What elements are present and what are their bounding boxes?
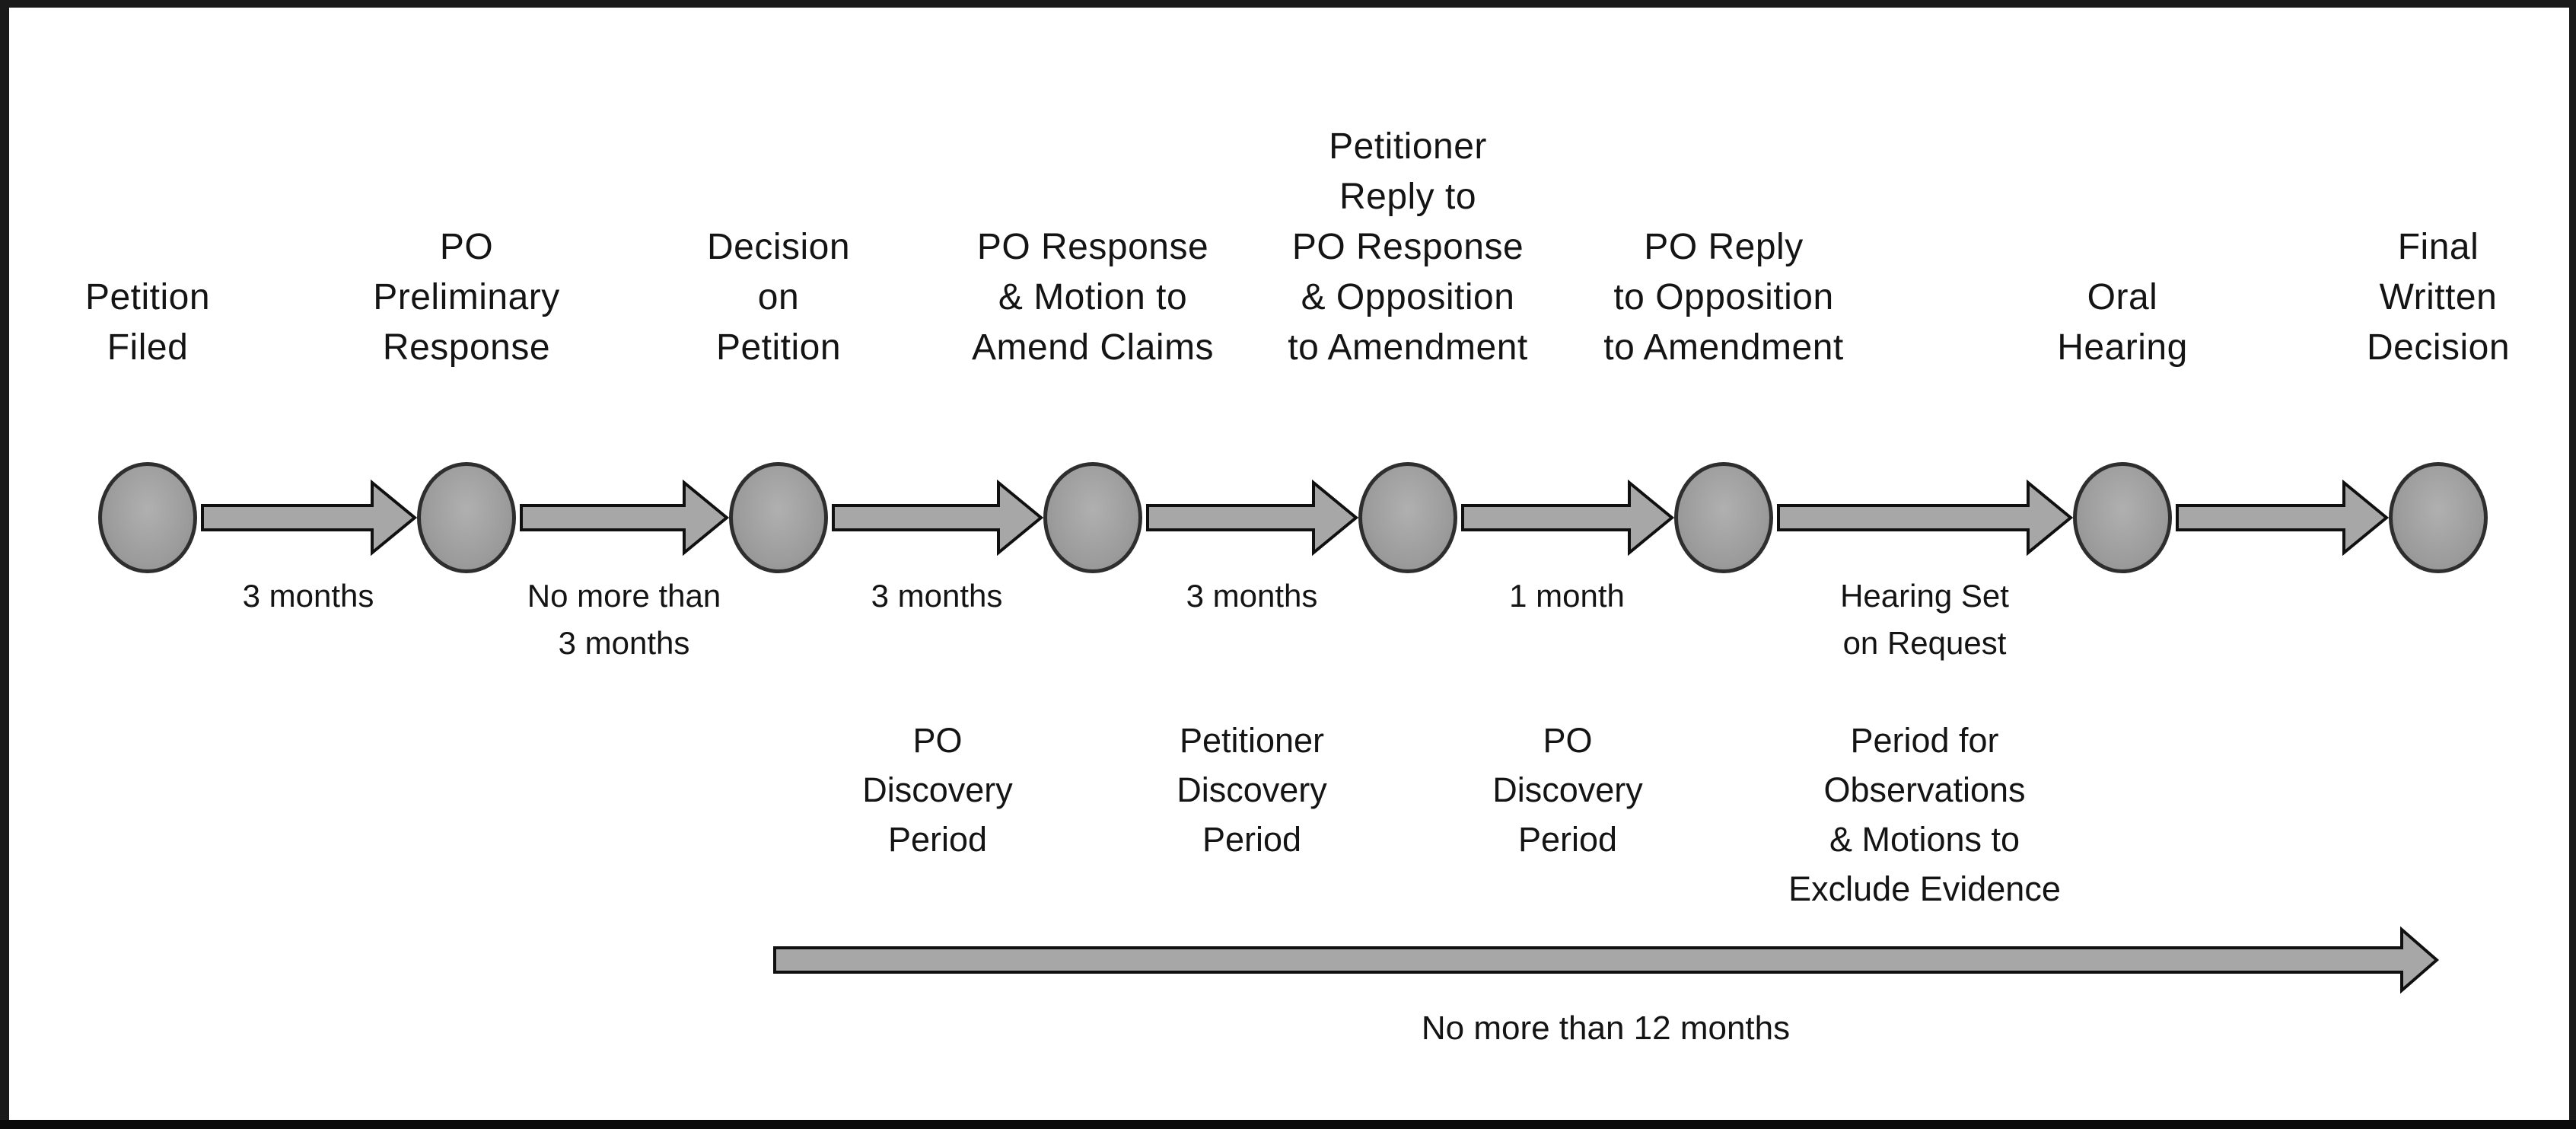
label-line: Discovery <box>1177 770 1327 809</box>
label-line: No more than <box>527 578 721 614</box>
label-line: to Opposition <box>1613 277 1834 317</box>
label-line: Exclude Evidence <box>1788 869 2061 908</box>
label-line: PO Response <box>1291 227 1524 267</box>
label-line: Amend Claims <box>971 327 1215 368</box>
duration-label-3: 3 months <box>708 572 1165 620</box>
label-line: PO <box>439 227 494 267</box>
node-po-reply-to-opposition <box>1674 462 1773 573</box>
label-line: Oral <box>2087 277 2158 317</box>
label-line: PO Reply <box>1644 227 1804 267</box>
label-line: Petitioner <box>1329 126 1487 167</box>
label-line: Petition <box>715 327 842 368</box>
duration-label-1: 3 months <box>80 572 537 620</box>
step-arrow-1-shape <box>201 479 418 557</box>
label-line: Petitioner <box>1179 721 1325 760</box>
step-arrow-5-shape <box>1461 479 1675 557</box>
step-arrow-6-shape <box>1777 479 2074 557</box>
label-line: & Motion to <box>998 277 1188 317</box>
duration-label-5: 1 month <box>1339 572 1795 620</box>
overall-duration-arrow <box>773 926 2440 994</box>
node-petition-filed <box>98 462 197 573</box>
label-line: Discovery <box>1492 770 1643 809</box>
step-arrow-4-shape <box>1146 479 1359 557</box>
label-line: Hearing Set <box>1840 578 2009 614</box>
label-line: Observations <box>1823 770 2026 809</box>
label-line: Period <box>1517 820 1618 859</box>
label-line: 1 month <box>1509 578 1625 614</box>
label-line: on Request <box>1842 625 2007 661</box>
label-line: Hearing <box>2057 327 2188 368</box>
label-line: PO <box>912 721 963 760</box>
frame-border-top <box>0 0 2576 8</box>
step-arrow-2-shape <box>520 479 730 557</box>
label-line: 3 months <box>558 625 690 661</box>
step-arrow-6 <box>1777 479 2074 557</box>
label-line: on <box>757 277 800 317</box>
step-arrow-2 <box>520 479 730 557</box>
node-petitioner-reply-opposition-to-amendment <box>1358 462 1457 573</box>
label-line: Period <box>1202 820 1302 859</box>
label-line: Decision <box>706 227 851 267</box>
label-line: Reply to <box>1339 177 1477 217</box>
overall-duration-arrow-shape <box>773 926 2440 994</box>
label-line: Final <box>2397 227 2479 267</box>
label-line: PO Response <box>976 227 1209 267</box>
label-line: 3 months <box>1186 578 1318 614</box>
label-line: Discovery <box>862 770 1013 809</box>
node-po-response-motion-to-amend <box>1043 462 1142 573</box>
label-line: 3 months <box>242 578 374 614</box>
label-line: Decision <box>2366 327 2511 368</box>
step-arrow-3 <box>832 479 1044 557</box>
node-label-po-response-motion-to-amend: PO Response & Motion to Amend Claims <box>804 222 1382 373</box>
duration-label-4: 3 months <box>1024 572 1480 620</box>
step-arrow-4 <box>1146 479 1359 557</box>
label-line: Written <box>2379 277 2498 317</box>
node-po-preliminary-response <box>417 462 516 573</box>
frame-border-right <box>2569 0 2576 1129</box>
label-line: PO <box>1543 721 1593 760</box>
label-line: 3 months <box>871 578 1003 614</box>
frame-border-bottom <box>0 1120 2576 1129</box>
label-line: Response <box>382 327 551 368</box>
label-line: & Motions to <box>1829 820 2020 859</box>
overall-duration-label: No more than 12 months <box>1421 1009 1791 1047</box>
step-arrow-3-shape <box>832 479 1044 557</box>
node-final-written-decision <box>2389 462 2488 573</box>
node-label-po-reply-to-opposition: PO Reply to Opposition to Amendment <box>1434 222 2013 373</box>
step-arrow-1 <box>201 479 418 557</box>
label-line: Period for <box>1850 721 1999 760</box>
frame-border-left <box>0 0 9 1129</box>
node-oral-hearing <box>2073 462 2172 573</box>
step-arrow-5 <box>1461 479 1675 557</box>
label-line: to Amendment <box>1288 327 1528 368</box>
label-line: to Amendment <box>1603 327 1844 368</box>
label-line: & Opposition <box>1301 277 1515 317</box>
label-line: Preliminary <box>373 277 560 317</box>
node-decision-on-petition <box>729 462 828 573</box>
step-arrow-7 <box>2176 479 2390 557</box>
label-line: Period <box>887 820 988 859</box>
label-line: Filed <box>107 327 189 368</box>
duration-label-6: Hearing Set on Request <box>1696 572 2153 667</box>
duration-label-2: No more than 3 months <box>396 572 852 667</box>
step-arrow-7-shape <box>2176 479 2390 557</box>
label-line: Petition <box>84 277 211 317</box>
